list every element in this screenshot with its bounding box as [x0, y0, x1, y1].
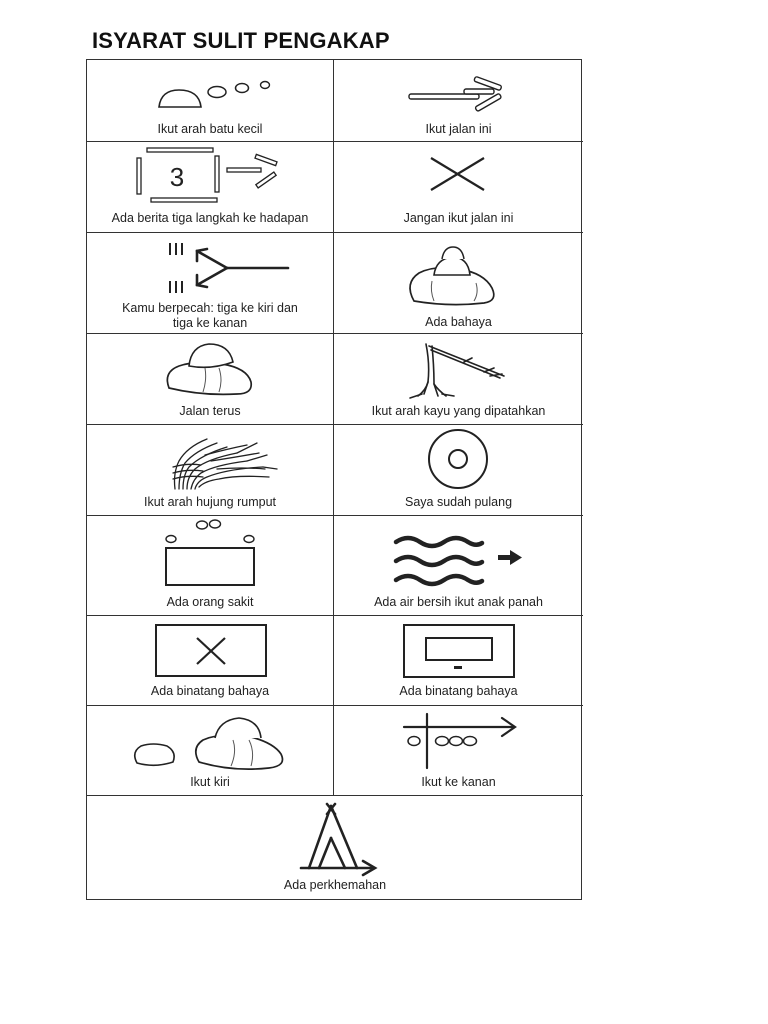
sign-label: Ada berita tiga langkah ke hadapan: [87, 211, 333, 226]
sign-cell-binatang-1: Ada binatang bahaya: [87, 616, 334, 706]
sign-label: Ada orang sakit: [87, 595, 333, 610]
sign-cell-ikut-kanan: Ikut ke kanan: [334, 706, 583, 796]
sign-cell-pulang: Saya sudah pulang: [334, 425, 583, 516]
sign-label: Ada air bersih ikut anak panah: [334, 595, 583, 610]
page-title: ISYARAT SULIT PENGAKAP: [92, 28, 390, 54]
message-number: 3: [170, 162, 184, 192]
sign-label: Ikut kiri: [87, 775, 333, 790]
sign-cell-air-bersih: Ada air bersih ikut anak panah: [334, 516, 583, 616]
sign-cell-perkhemahan: Ada perkhemahan: [87, 796, 583, 901]
sign-cell-jangan: Jangan ikut jalan ini: [334, 142, 583, 233]
sign-label: Saya sudah pulang: [334, 495, 583, 510]
sign-label-line2: tiga ke kanan: [87, 316, 333, 331]
sign-cell-ada-bahaya: Ada bahaya: [334, 233, 583, 334]
sign-cell-jalan-terus: Jalan terus: [87, 334, 334, 425]
sign-cell-binatang-2: Ada binatang bahaya: [334, 616, 583, 706]
sign-label: Jangan ikut jalan ini: [334, 211, 583, 226]
signs-table: Ikut arah batu kecil Ikut jalan ini 3 Ad…: [86, 59, 582, 900]
sign-cell-rumput: Ikut arah hujung rumput: [87, 425, 334, 516]
sign-label: Ikut jalan ini: [334, 122, 583, 137]
sign-cell-berpecah: Kamu berpecah: tiga ke kiri dan tiga ke …: [87, 233, 334, 334]
sign-cell-berita: 3 Ada berita tiga langkah ke hadapan: [87, 142, 334, 233]
sign-cell-jalan-ini: Ikut jalan ini: [334, 60, 583, 142]
sign-label: Ada binatang bahaya: [87, 684, 333, 699]
sign-label: Ikut arah kayu yang dipatahkan: [334, 404, 583, 419]
sign-label: Ada perkhemahan: [87, 878, 583, 893]
sign-label: Ikut ke kanan: [334, 775, 583, 790]
sign-label: Ada bahaya: [334, 315, 583, 330]
sign-cell-orang-sakit: Ada orang sakit: [87, 516, 334, 616]
sign-cell-batu-kecil: Ikut arah batu kecil: [87, 60, 334, 142]
sign-label: Ada binatang bahaya: [334, 684, 583, 699]
sign-cell-ikut-kiri: Ikut kiri: [87, 706, 334, 796]
sign-label: Ikut arah batu kecil: [87, 122, 333, 137]
sign-cell-kayu: Ikut arah kayu yang dipatahkan: [334, 334, 583, 425]
sign-label: Jalan terus: [87, 404, 333, 419]
sign-label: Ikut arah hujung rumput: [87, 495, 333, 510]
sign-label-line1: Kamu berpecah: tiga ke kiri dan: [87, 301, 333, 316]
